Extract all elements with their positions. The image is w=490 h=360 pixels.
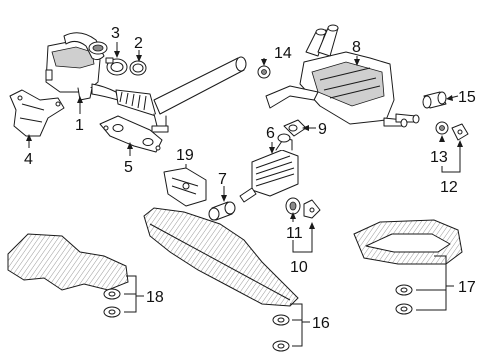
callout-9: 9 — [318, 121, 327, 138]
callout-4: 4 — [24, 151, 33, 168]
hanger-bracket — [303, 199, 321, 219]
callout-6: 6 — [266, 125, 275, 142]
callout-14: 14 — [274, 45, 292, 62]
small-heat-shield — [163, 167, 207, 207]
pipe-clamp — [105, 57, 128, 76]
rear-muffler — [265, 24, 420, 128]
callout-1: 1 — [75, 117, 84, 134]
callout-5: 5 — [124, 159, 133, 176]
callout-11: 11 — [286, 225, 303, 242]
front-pipe — [115, 56, 247, 133]
callout-16: 16 — [312, 315, 330, 332]
callout-12: 12 — [440, 179, 458, 196]
leader-lines — [26, 42, 463, 347]
gasket-ring — [129, 60, 147, 76]
callout-17: 17 — [458, 279, 476, 296]
isolator-mount — [257, 65, 271, 79]
callout-7: 7 — [218, 171, 227, 188]
callout-13: 13 — [430, 149, 448, 166]
heat-shield-bracket — [9, 89, 65, 137]
callout-19: 19 — [176, 147, 194, 164]
callout-3: 3 — [111, 25, 120, 42]
center-heat-shield — [143, 207, 299, 307]
callout-15: 15 — [458, 89, 476, 106]
flange-gasket — [99, 115, 163, 153]
front-heat-shield — [7, 233, 129, 291]
center-muffler — [239, 133, 299, 203]
catalytic-converter — [45, 32, 119, 101]
sleeve-clamp — [208, 201, 236, 221]
callout-10: 10 — [290, 259, 308, 276]
callout-labels: 1 2 3 4 5 6 7 8 9 10 11 12 13 14 15 16 1… — [24, 25, 476, 332]
tailpipe-tip — [422, 91, 447, 109]
washer-set-16 — [272, 314, 290, 352]
rear-hanger-bracket — [451, 123, 469, 141]
rear-insulator — [435, 121, 449, 135]
rubber-insulator — [285, 197, 301, 215]
washer-set-18 — [103, 288, 121, 318]
callout-2: 2 — [134, 35, 143, 52]
rear-heat-shield — [353, 219, 463, 265]
callout-8: 8 — [352, 39, 361, 56]
callout-18: 18 — [146, 289, 164, 306]
washer-set-17 — [395, 284, 413, 315]
